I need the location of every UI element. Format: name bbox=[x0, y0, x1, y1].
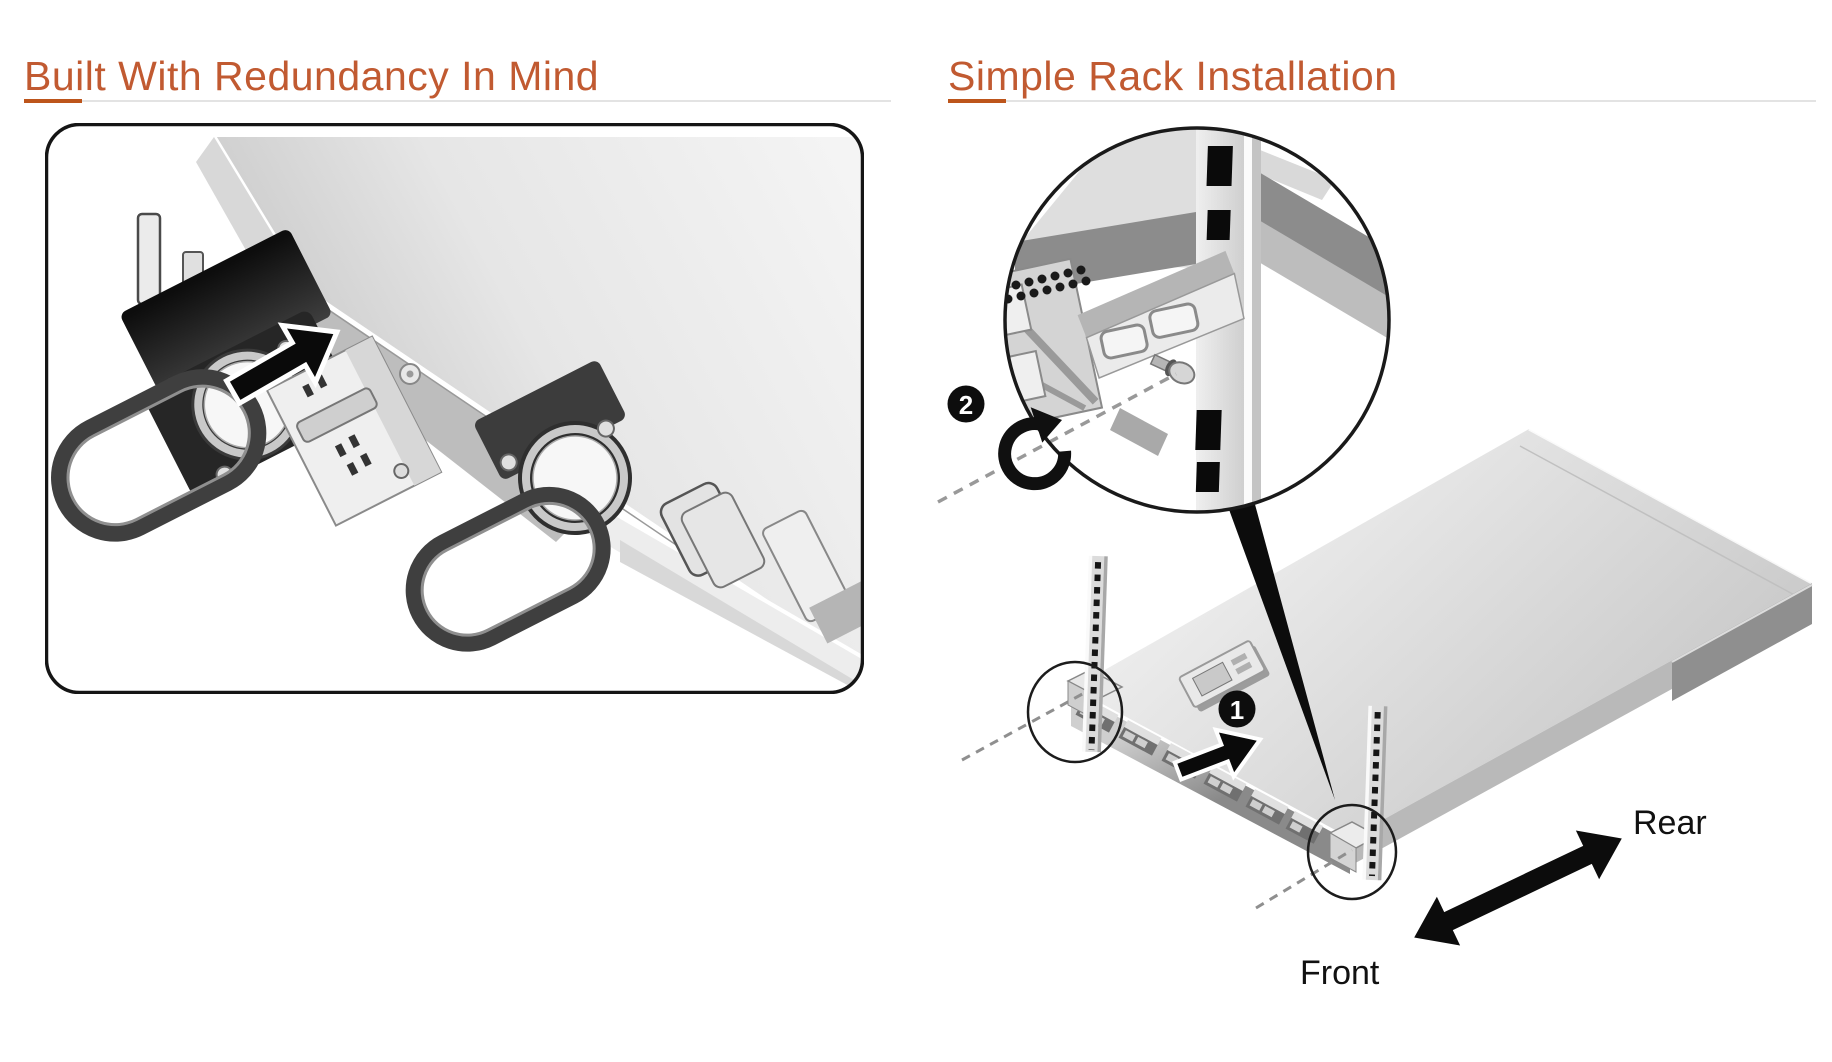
section-rack-install: Simple Rack Installation bbox=[937, 0, 1816, 1062]
front-rear-arrow-icon bbox=[1414, 830, 1622, 946]
rack-post-right bbox=[1362, 705, 1388, 881]
fan-screw-icon bbox=[499, 453, 518, 472]
server-chassis bbox=[1066, 427, 1813, 874]
slide-rail bbox=[1672, 585, 1812, 701]
alignment-dashes-left bbox=[961, 690, 1087, 762]
rack-installation-illustration: 1 bbox=[937, 126, 1813, 992]
rack-post-left bbox=[1081, 555, 1108, 753]
figure-frame bbox=[44, 122, 865, 695]
rear-label: Rear bbox=[1633, 804, 1707, 842]
fan-handle bbox=[405, 486, 611, 652]
step1-number: 1 bbox=[1230, 695, 1244, 725]
slide-in-arrow-icon bbox=[1172, 726, 1264, 782]
detail-circle-right bbox=[1306, 803, 1398, 901]
insertion-arrow-icon bbox=[223, 322, 341, 407]
serial-label-plate bbox=[1178, 640, 1270, 712]
thumbscrew-icon bbox=[1149, 353, 1196, 385]
rack-installation-figure: 1 bbox=[916, 100, 1832, 1062]
step2-number: 2 bbox=[959, 390, 973, 420]
chassis-top-face bbox=[1073, 429, 1812, 838]
fan-redundancy-figure bbox=[44, 122, 865, 695]
fan-housing bbox=[121, 230, 331, 399]
section-divider bbox=[24, 99, 891, 103]
rack-post-holes bbox=[1368, 711, 1381, 877]
divider-track bbox=[82, 100, 891, 102]
page-title: Simple Rack Installation bbox=[948, 53, 1398, 100]
psu-handle bbox=[296, 387, 378, 443]
page-title: Built With Redundancy In Mind bbox=[24, 53, 600, 100]
detail-circle-left bbox=[1026, 660, 1124, 764]
step1-badge: 1 bbox=[1218, 690, 1256, 728]
divider-track bbox=[1006, 100, 1816, 102]
server-corner-magnified bbox=[1077, 250, 1245, 379]
rotation-arrow-icon bbox=[998, 407, 1072, 491]
psu-screw-icon bbox=[393, 462, 410, 479]
step2-badge: 2 bbox=[947, 385, 985, 423]
alignment-dashes-right bbox=[1255, 848, 1353, 910]
rack-post-holes bbox=[1088, 561, 1102, 751]
callout-ring bbox=[1003, 126, 1391, 514]
rack-shelf-right bbox=[1252, 168, 1389, 300]
callout-pointer bbox=[1227, 497, 1335, 800]
divider-accent bbox=[24, 99, 82, 103]
psu-block bbox=[265, 335, 443, 527]
fan-screw-icon bbox=[596, 419, 615, 438]
section-divider bbox=[948, 99, 1816, 103]
bracket-tab bbox=[1110, 408, 1168, 456]
fan-redundancy-illustration bbox=[44, 122, 865, 695]
front-label: Front bbox=[1300, 954, 1380, 992]
section-redundancy: Built With Redundancy In Mind bbox=[24, 0, 891, 1062]
divider-accent bbox=[948, 99, 1006, 103]
fan-handle bbox=[51, 369, 267, 542]
vent-dots bbox=[1005, 265, 1091, 304]
fan-module-rear bbox=[405, 361, 747, 652]
screw-axis-dashes bbox=[937, 372, 1177, 504]
